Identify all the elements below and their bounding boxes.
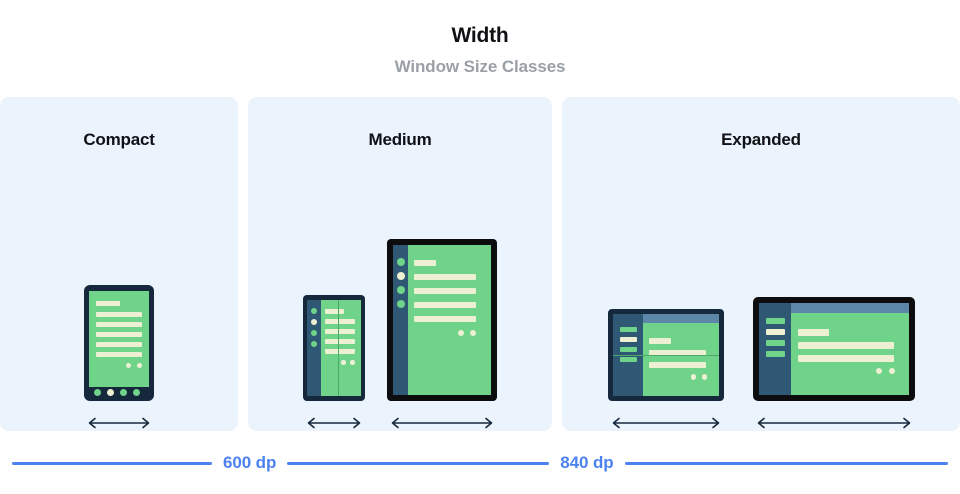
device-phone-portrait [84,285,154,401]
resize-arrow-tablet-landscape [757,417,910,429]
device-column-foldable-unfolded [303,295,365,431]
scale-line-middle [287,461,550,465]
device-column-tablet-landscape [752,297,915,431]
device-foldable-portrait [303,295,365,401]
device-tablet-portrait [387,239,497,401]
panel-title-expanded: Expanded [721,130,801,149]
resize-arrow-phone [88,417,150,429]
device-column-tablet-portrait [387,239,497,431]
panel-medium: Medium [248,97,552,431]
resize-arrow-foldable-landscape [612,417,719,429]
device-stage-expanded [562,161,960,431]
page-header: Width Window Size Classes [0,0,960,94]
panel-title-compact: Compact [83,130,155,149]
panel-title-medium: Medium [368,130,432,149]
device-foldable-landscape [607,309,724,401]
device-column-foldable-landscape [607,309,724,431]
page-title: Width [451,24,509,47]
breakpoint-label-840dp: 840 dp [560,453,614,472]
scale-line-right [624,461,948,465]
breakpoint-label-600dp: 600 dp [223,453,277,472]
panel-expanded: Expanded [562,97,960,431]
breakpoint-scale: 600 dp 840 dp [0,448,960,478]
size-class-panels: Compact [0,97,960,431]
resize-arrow-tablet-portrait [391,417,493,429]
device-column-phone [84,285,154,431]
page-subtitle: Window Size Classes [394,57,566,76]
resize-arrow-foldable-unfolded [307,417,361,429]
device-stage-compact [0,161,238,431]
device-stage-medium [248,161,552,431]
scale-line-left [12,461,212,465]
panel-compact: Compact [0,97,238,431]
device-tablet-landscape [752,297,915,401]
